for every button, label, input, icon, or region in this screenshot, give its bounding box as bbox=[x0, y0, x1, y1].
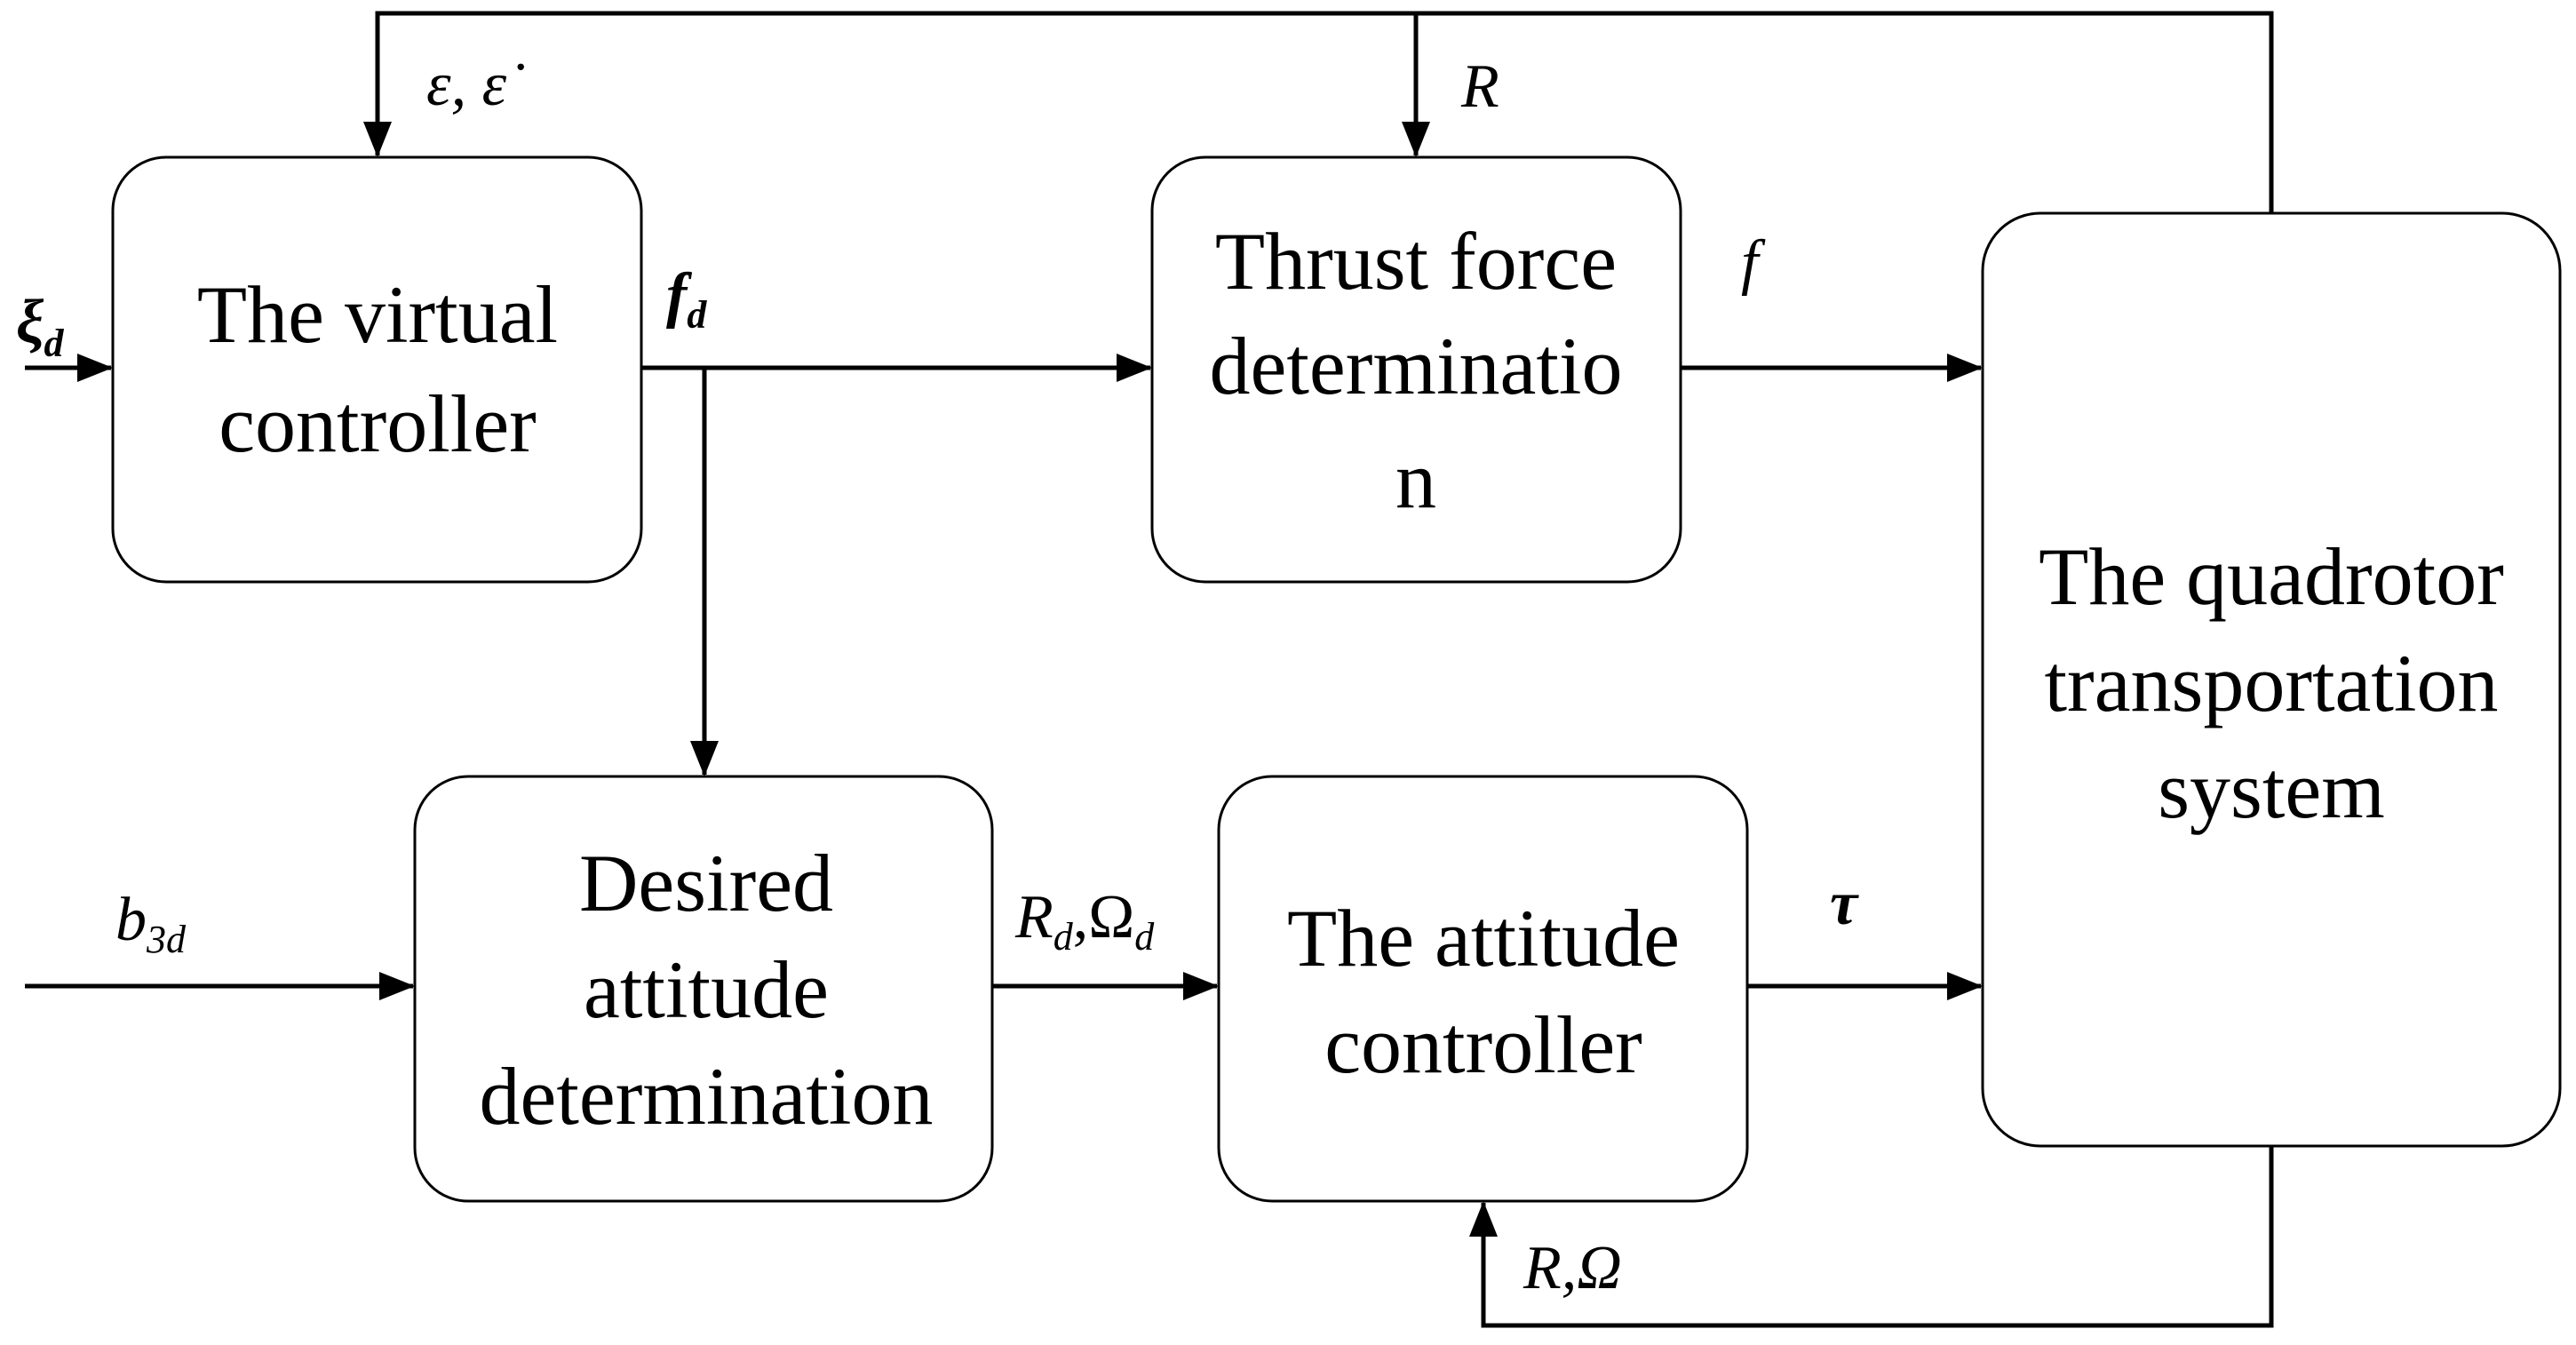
quadrotor-line-3: system bbox=[2158, 744, 2385, 835]
quadrotor-system-block: The quadrotor transportation system bbox=[1981, 211, 2562, 1148]
thrust-force-line-3: n bbox=[1395, 434, 1436, 525]
top-feedback-wire bbox=[363, 11, 2274, 213]
thrust-force-line-1: Thrust force bbox=[1215, 216, 1617, 306]
thrust-force-block: Thrust force determinatio n bbox=[1150, 155, 1682, 584]
epsilon-label: ε, ε̇ bbox=[426, 51, 524, 119]
virtual-controller-block: The virtual controller bbox=[111, 155, 643, 584]
xi-d-label: ξd bbox=[16, 288, 64, 365]
quadrotor-line-1: The quadrotor bbox=[2039, 531, 2504, 622]
f-label: f bbox=[1741, 228, 1766, 297]
desired-attitude-line-2: attitude bbox=[584, 944, 829, 1035]
attitude-controller-block: The attitude controller bbox=[1217, 775, 1749, 1203]
virtual-controller-line-2: controller bbox=[219, 378, 537, 469]
tau-label: τ bbox=[1830, 870, 1859, 938]
attitude-controller-line-1: The attitude bbox=[1287, 893, 1680, 983]
desired-attitude-block: Desired attitude determination bbox=[413, 775, 994, 1203]
thrust-force-line-2: determinatio bbox=[1210, 321, 1623, 411]
rd-omega-d-label: Rd,Ωd bbox=[1014, 883, 1155, 959]
attitude-controller-line-2: controller bbox=[1324, 999, 1642, 1090]
r-top-label: R bbox=[1460, 52, 1499, 121]
bottom-feedback-wire bbox=[1469, 1146, 2274, 1328]
virtual-controller-line-1: The virtual bbox=[197, 269, 558, 360]
quadrotor-line-2: transportation bbox=[2045, 638, 2499, 728]
fd-label: fd bbox=[666, 261, 707, 337]
r-omega-label: R,Ω bbox=[1523, 1234, 1622, 1302]
b3d-label: b3d bbox=[115, 886, 187, 961]
desired-attitude-line-1: Desired bbox=[579, 838, 833, 928]
desired-attitude-line-3: determination bbox=[480, 1051, 934, 1142]
